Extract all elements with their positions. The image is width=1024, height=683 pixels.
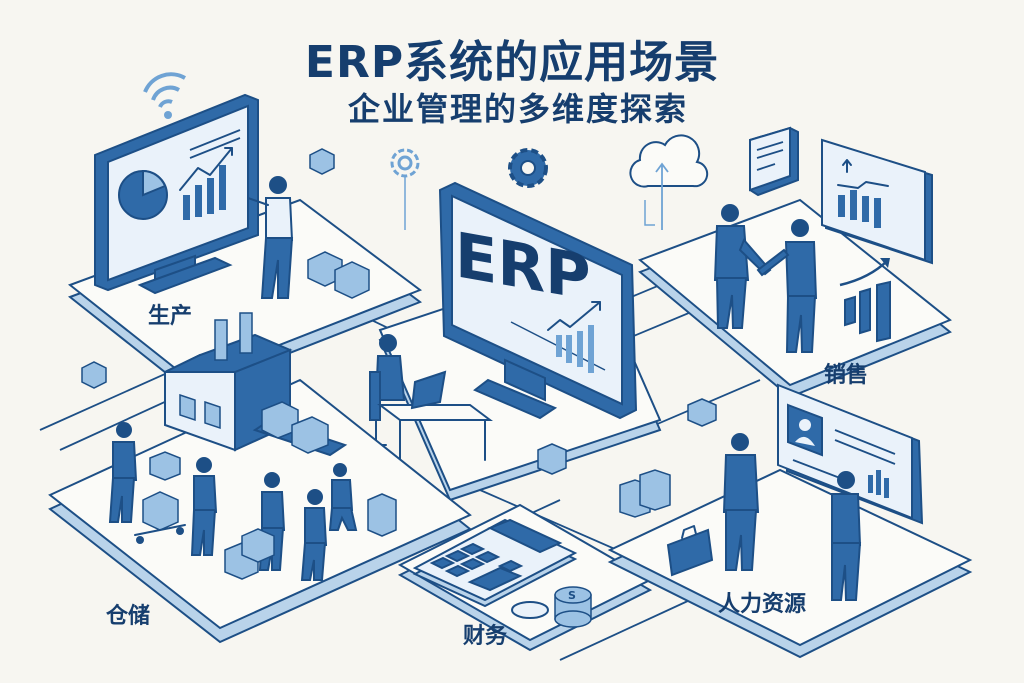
boxes (307, 148, 370, 299)
erp-monitor-chart-icon (510, 301, 606, 373)
wifi-icon (143, 72, 186, 119)
module-label-production: 生产 (148, 304, 193, 329)
hr-profile-panel (777, 383, 924, 525)
growth-arrow-icon (839, 258, 891, 343)
floating-box (537, 443, 567, 475)
module-label-finance: 财务 (463, 624, 508, 649)
production-person (247, 176, 294, 299)
calculator-icon (412, 518, 578, 608)
briefcase-icon (666, 525, 714, 577)
page-subtitle: 企业管理的多维度探索 (347, 90, 688, 128)
pie-chart-icon (118, 169, 168, 220)
cloud-upload-icon (629, 134, 709, 230)
sales-chart-panel (821, 138, 933, 265)
svg-text:S: S (568, 589, 576, 602)
sales-document-panel (749, 126, 799, 197)
floating-box (687, 398, 717, 427)
page-title: ERP系统的应用场景 (304, 37, 720, 88)
warehouse-workers (108, 422, 397, 581)
office-worker-laptop (365, 334, 493, 471)
floating-cube (81, 361, 107, 389)
module-label-warehouse: 仓储 (106, 604, 151, 629)
module-label-sales: 销售 (824, 363, 869, 388)
hr-people (722, 433, 862, 601)
gear-icon-large (508, 148, 548, 188)
conveyor-belt (252, 401, 348, 457)
coins-icon: S (511, 469, 671, 628)
factory-building (164, 312, 293, 452)
hr-platform (607, 468, 973, 659)
gear-icon (390, 148, 420, 230)
sales-people-handshake (713, 204, 818, 353)
bar-chart-icon (179, 147, 233, 220)
module-label-hr: 人力资源 (718, 592, 807, 617)
erp-monitor (438, 181, 638, 420)
production-monitor (94, 93, 259, 295)
